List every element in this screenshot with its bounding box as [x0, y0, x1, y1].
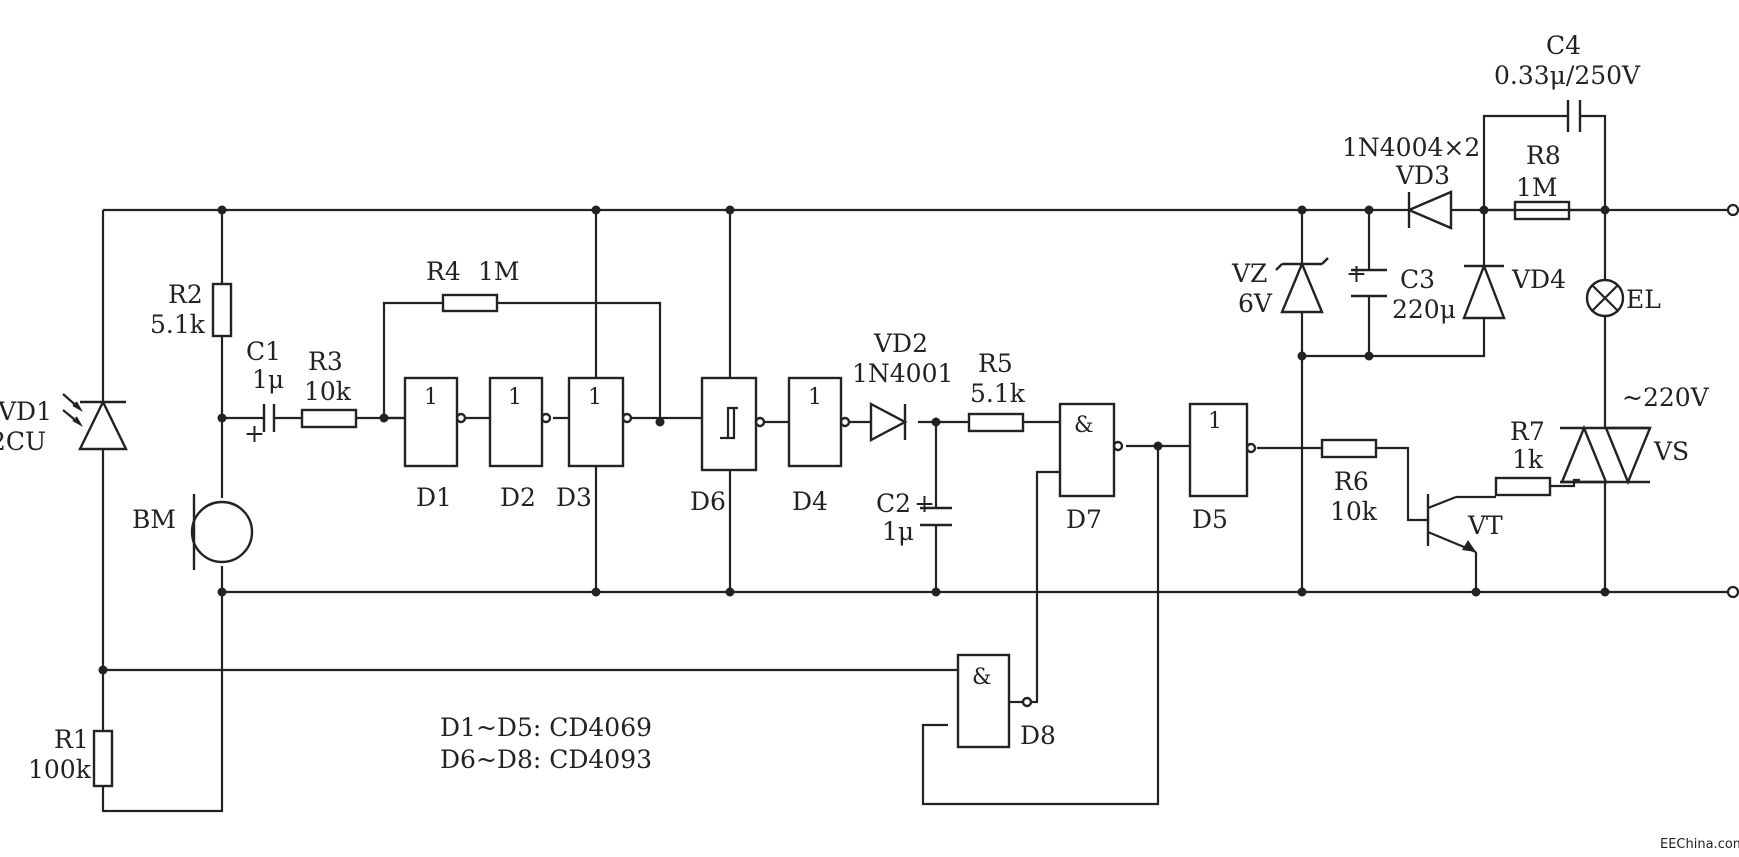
label-c1-val: 1μ: [252, 365, 284, 394]
zener-vz: [1275, 257, 1329, 314]
gate-d1-symbol: 1: [424, 385, 438, 410]
label-c3: C3: [1400, 265, 1435, 294]
label-r8: R8: [1526, 141, 1561, 170]
gate-d2-symbol: 1: [508, 385, 522, 410]
terminals: [1726, 203, 1739, 599]
triac-vs: [1560, 424, 1652, 486]
label-c2-plus: +: [914, 489, 935, 518]
diode-vd2: [869, 402, 908, 442]
label-r1: R1: [54, 725, 89, 754]
gate-d5-symbol: 1: [1208, 409, 1222, 434]
label-vd2-type: 1N4001: [852, 359, 953, 388]
label-vd1: VD1: [0, 397, 52, 426]
gate-d8: [956, 653, 1033, 749]
label-r2: R2: [168, 280, 203, 309]
label-r6-val: 10k: [1330, 497, 1378, 526]
label-r3: R3: [308, 347, 343, 376]
label-el: EL: [1626, 285, 1661, 314]
label-vz-val: 6V: [1238, 289, 1273, 318]
gate-d3: [567, 376, 633, 468]
junction-dots: [98, 205, 1610, 675]
lamp-el: [1585, 278, 1625, 318]
wires: [101, 114, 1729, 813]
gate-d5: [1188, 402, 1257, 498]
gate-d2: [488, 376, 552, 468]
label-r5-val: 5.1k: [970, 379, 1026, 408]
gate-d1: [403, 376, 467, 468]
label-d8: D8: [1020, 721, 1056, 750]
microphone-bm: [190, 494, 254, 570]
label-vd4: VD4: [1511, 265, 1566, 294]
label-vd1-type: 2CU: [0, 427, 46, 456]
diode-vd3: [1405, 190, 1453, 230]
resistor-r6: [1320, 438, 1378, 459]
gate-d7-symbol: &: [1074, 413, 1094, 438]
capacitor-c3: [1351, 268, 1387, 298]
label-d3: D3: [556, 483, 592, 512]
ic-note-1: D1~D5: CD4069: [440, 713, 652, 742]
label-bm: BM: [132, 505, 176, 534]
gate-d8-symbol: &: [972, 665, 992, 690]
label-d6: D6: [690, 487, 726, 516]
label-c4-val: 0.33μ/250V: [1494, 61, 1641, 90]
label-c3-plus: +: [1346, 259, 1367, 288]
label-r2-val: 5.1k: [150, 310, 206, 339]
labels: VD1 2CU R2 5.1k C1 1μ + R3 10k R4 1M BM …: [0, 31, 1739, 852]
label-d5: D5: [1192, 505, 1228, 534]
label-r8-val: 1M: [1516, 173, 1558, 202]
gate-d7: [1058, 402, 1124, 498]
resistor-r4: [441, 293, 499, 313]
label-r7: R7: [1510, 417, 1545, 446]
transistor-vt: [1426, 494, 1477, 554]
gate-d4: [787, 376, 851, 468]
label-r6: R6: [1334, 467, 1369, 496]
label-d7: D7: [1066, 505, 1102, 534]
resistor-r5: [967, 412, 1025, 433]
label-r4-val: 1M: [478, 257, 520, 286]
label-d2: D2: [500, 483, 536, 512]
capacitor-c2: [920, 506, 952, 527]
label-r5: R5: [978, 349, 1013, 378]
label-r1-val: 100k: [28, 755, 92, 784]
label-c4: C4: [1546, 31, 1581, 60]
gate-d4-symbol: 1: [808, 385, 822, 410]
resistor-r7: [1494, 476, 1552, 497]
label-c3-val: 220μ: [1392, 295, 1456, 324]
label-vz: VZ: [1231, 259, 1267, 288]
gate-d6: [700, 376, 766, 472]
resistor-r1: [92, 729, 114, 788]
gate-d3-symbol: 1: [588, 385, 602, 410]
label-r3-val: 10k: [304, 377, 352, 406]
label-r4: R4: [426, 257, 461, 286]
capacitor-c4: [1566, 100, 1582, 132]
photodiode-vd1: [62, 393, 128, 451]
resistor-r3: [300, 408, 358, 429]
label-vd34-type: 1N4004×2: [1342, 133, 1480, 162]
label-r7-val: 1k: [1512, 445, 1544, 474]
ic-note-2: D6~D8: CD4093: [440, 745, 652, 774]
label-c2: C2: [876, 489, 911, 518]
label-d1: D1: [416, 483, 452, 512]
label-vs: VS: [1653, 437, 1689, 466]
label-c1: C1: [246, 337, 281, 366]
diode-vd4: [1462, 262, 1506, 320]
watermark: EEChina.com: [1660, 837, 1739, 852]
label-vd2: VD2: [873, 329, 928, 358]
label-c2-val: 1μ: [882, 517, 914, 546]
label-vt: VT: [1467, 511, 1503, 540]
label-vd3: VD3: [1395, 161, 1450, 190]
label-c1-plus: +: [244, 419, 265, 448]
label-ac: ~220V: [1622, 383, 1710, 412]
label-d4: D4: [792, 487, 828, 516]
capacitor-c1: [262, 404, 276, 432]
resistor-r2: [211, 282, 233, 338]
